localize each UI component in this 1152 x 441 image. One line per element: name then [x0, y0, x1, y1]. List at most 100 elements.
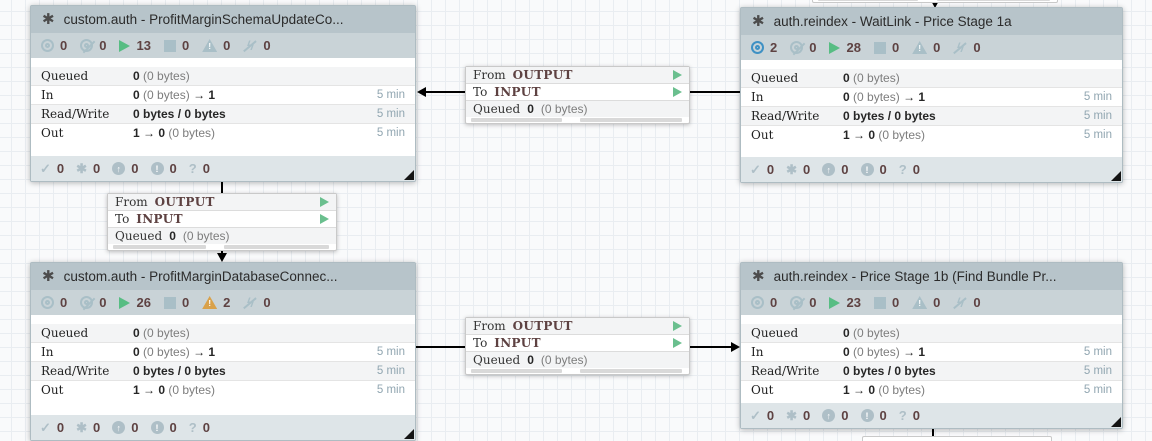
locally-modified-and-stale-stat: !0 — [860, 162, 887, 177]
offscreen-connection-label-top[interactable] — [812, 0, 1058, 3]
check-icon: ✓ — [750, 408, 761, 423]
invalid-warning-icon — [202, 39, 218, 52]
resize-handle[interactable] — [404, 429, 414, 439]
queue-size-bar — [579, 369, 682, 373]
disabled-stat: ϟ0 — [243, 295, 271, 310]
offscreen-connection-label-bottom[interactable] — [862, 436, 1052, 441]
queue-percent-bar — [937, 0, 1050, 1]
stopped-icon — [873, 296, 886, 309]
invalid-warning-icon — [912, 296, 928, 309]
run-status-bar: 0 0 26 0 2 ϟ0 — [31, 290, 415, 315]
invalid-stat: 0 — [912, 40, 940, 55]
process-group-header: ✱ auth.reindex - Price Stage 1b (Find Bu… — [741, 263, 1122, 290]
port-running-icon — [673, 70, 682, 80]
arrowhead-into-schemaupdate — [417, 87, 426, 97]
up-to-date-stat: ✓0 — [750, 162, 775, 177]
sync-failure-stat: ?0 — [188, 420, 210, 435]
process-group-title: custom.auth - ProfitMarginSchemaUpdateCo… — [63, 12, 344, 27]
question-icon: ? — [188, 420, 197, 435]
running-stat: 13 — [119, 38, 151, 53]
process-group-schema-update[interactable]: ✱ custom.auth - ProfitMarginSchemaUpdate… — [30, 5, 416, 182]
version-status-bar: ✓0 ✱0 ↑0 !0 ?0 — [31, 415, 415, 440]
locally-modified-and-stale-stat: !0 — [150, 161, 177, 176]
exclamation-circle-icon: ! — [860, 163, 874, 176]
resize-handle[interactable] — [1111, 417, 1121, 427]
queue-percent-bars — [466, 117, 689, 123]
process-group-waitlink-stage-1a[interactable]: ✱ auth.reindex - WaitLink - Price Stage … — [740, 7, 1123, 183]
process-group-header: ✱ custom.auth - ProfitMarginDatabaseConn… — [31, 263, 415, 290]
up-to-date-stat: ✓0 — [40, 420, 65, 435]
locally-modified-stat: ✱0 — [786, 408, 811, 423]
invalid-warning-icon — [202, 296, 218, 309]
connection-wire-stage1b-down[interactable] — [932, 429, 934, 437]
exclamation-circle-icon: ! — [860, 409, 874, 422]
port-running-icon — [673, 321, 682, 331]
transmitting-icon — [41, 39, 54, 52]
running-icon — [829, 296, 841, 309]
transmitting-icon — [41, 296, 54, 309]
up-arrow-circle-icon: ↑ — [822, 409, 836, 422]
running-stat: 26 — [119, 295, 151, 310]
version-state-icon: ✱ — [752, 268, 765, 285]
disabled-stat: ϟ0 — [953, 40, 981, 55]
process-group-stage-1b[interactable]: ✱ auth.reindex - Price Stage 1b (Find Bu… — [740, 262, 1123, 429]
resize-handle[interactable] — [404, 170, 414, 180]
disabled-bolt-icon: ϟ — [953, 295, 967, 310]
process-group-title: custom.auth - ProfitMarginDatabaseConnec… — [63, 269, 338, 284]
run-status-bar: 0 0 13 0 0 ϟ0 — [31, 33, 415, 58]
disabled-stat: ϟ0 — [953, 295, 981, 310]
transmitting-stat: 0 — [41, 295, 67, 310]
queue-count-bar — [471, 118, 563, 122]
transmitting-stat: 0 — [751, 295, 777, 310]
question-icon: ? — [898, 162, 907, 177]
process-group-database-connect[interactable]: ✱ custom.auth - ProfitMarginDatabaseConn… — [30, 262, 416, 441]
sync-failure-stat: ?0 — [898, 408, 920, 423]
transmitting-icon — [751, 41, 764, 54]
queue-percent-bars — [108, 244, 336, 250]
version-state-icon: ✱ — [752, 13, 765, 30]
not-transmitting-icon — [790, 296, 806, 311]
sync-failure-stat: ?0 — [898, 162, 920, 177]
not-transmitting-icon — [80, 296, 96, 311]
locally-modified-stat: ✱0 — [76, 161, 101, 176]
stopped-icon — [873, 41, 886, 54]
not-transmitting-stat: 0 — [80, 38, 106, 54]
up-to-date-stat: ✓0 — [750, 408, 775, 423]
version-status-bar: ✓0 ✱0 ↑0 !0 ?0 — [31, 156, 415, 181]
resize-handle[interactable] — [1111, 171, 1121, 181]
stopped-stat: 0 — [873, 295, 899, 310]
stale-stat: ↑0 — [822, 408, 849, 423]
invalid-stat: 0 — [202, 38, 230, 53]
port-running-icon — [673, 338, 682, 348]
asterisk-icon: ✱ — [786, 408, 798, 423]
disabled-bolt-icon: ϟ — [243, 295, 257, 310]
check-icon: ✓ — [40, 420, 51, 435]
queue-size-bar — [579, 118, 682, 122]
asterisk-icon: ✱ — [786, 162, 798, 177]
port-running-icon — [320, 197, 329, 207]
running-icon — [119, 296, 131, 309]
version-status-bar: ✓0 ✱0 ↑0 !0 ?0 — [741, 403, 1122, 428]
